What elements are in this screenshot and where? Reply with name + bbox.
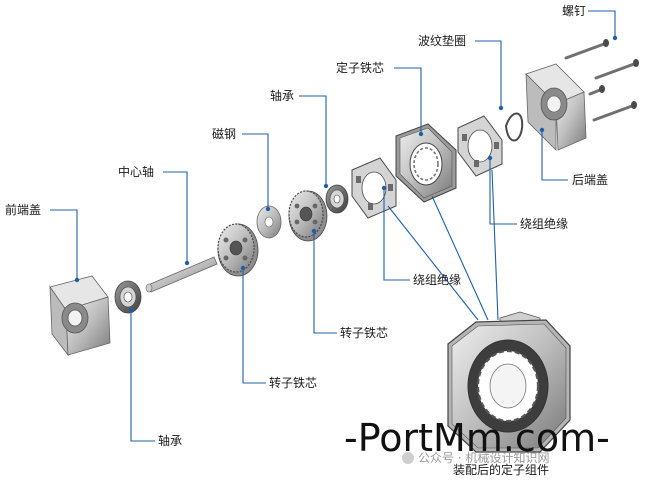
label-screw: 螺钉 (562, 4, 586, 18)
wave-washer-part (504, 112, 524, 142)
label-bearing-top: 轴承 (270, 88, 294, 103)
rear-end-cover (525, 63, 587, 151)
label-winding-insulation-mid: 绕组绝缘 (413, 272, 461, 287)
leader-lines (50, 10, 618, 442)
watermark-account: 公众号 · 机械设计知识网 (418, 450, 549, 465)
wechat-icon (402, 452, 414, 464)
label-magnet-steel: 磁钢 (212, 126, 236, 141)
screws-part (564, 39, 639, 122)
magnet-steel-part (256, 205, 282, 239)
rotor-core-back-part (288, 190, 328, 242)
rotor-core-front-part (217, 223, 259, 277)
label-winding-insulation-right: 绕组绝缘 (520, 216, 568, 231)
winding-insulation-front-part (351, 157, 397, 219)
watermark-site: -PortMm.com- (344, 416, 610, 460)
bearing-top-part (325, 184, 349, 214)
label-stator-core: 定子铁芯 (336, 60, 384, 75)
stator-core-part (395, 123, 457, 203)
bearing-bottom-part (114, 280, 142, 314)
center-shaft-part (145, 256, 218, 293)
winding-insulation-back-part (457, 115, 503, 177)
front-end-cover (49, 275, 111, 357)
label-center-shaft: 中心轴 (118, 164, 154, 179)
label-rotor-core-low: 转子铁芯 (269, 375, 317, 390)
label-bearing-bottom: 轴承 (158, 433, 182, 448)
label-assembled-stator: 装配后的定子组件 (453, 462, 549, 477)
label-front-cover: 前端盖 (5, 202, 41, 217)
label-rear-cover: 后端盖 (572, 173, 608, 187)
label-wave-washer: 波纹垫圈 (418, 33, 466, 48)
label-rotor-core-mid: 转子铁芯 (340, 325, 388, 340)
assembled-stator-part (447, 311, 571, 453)
